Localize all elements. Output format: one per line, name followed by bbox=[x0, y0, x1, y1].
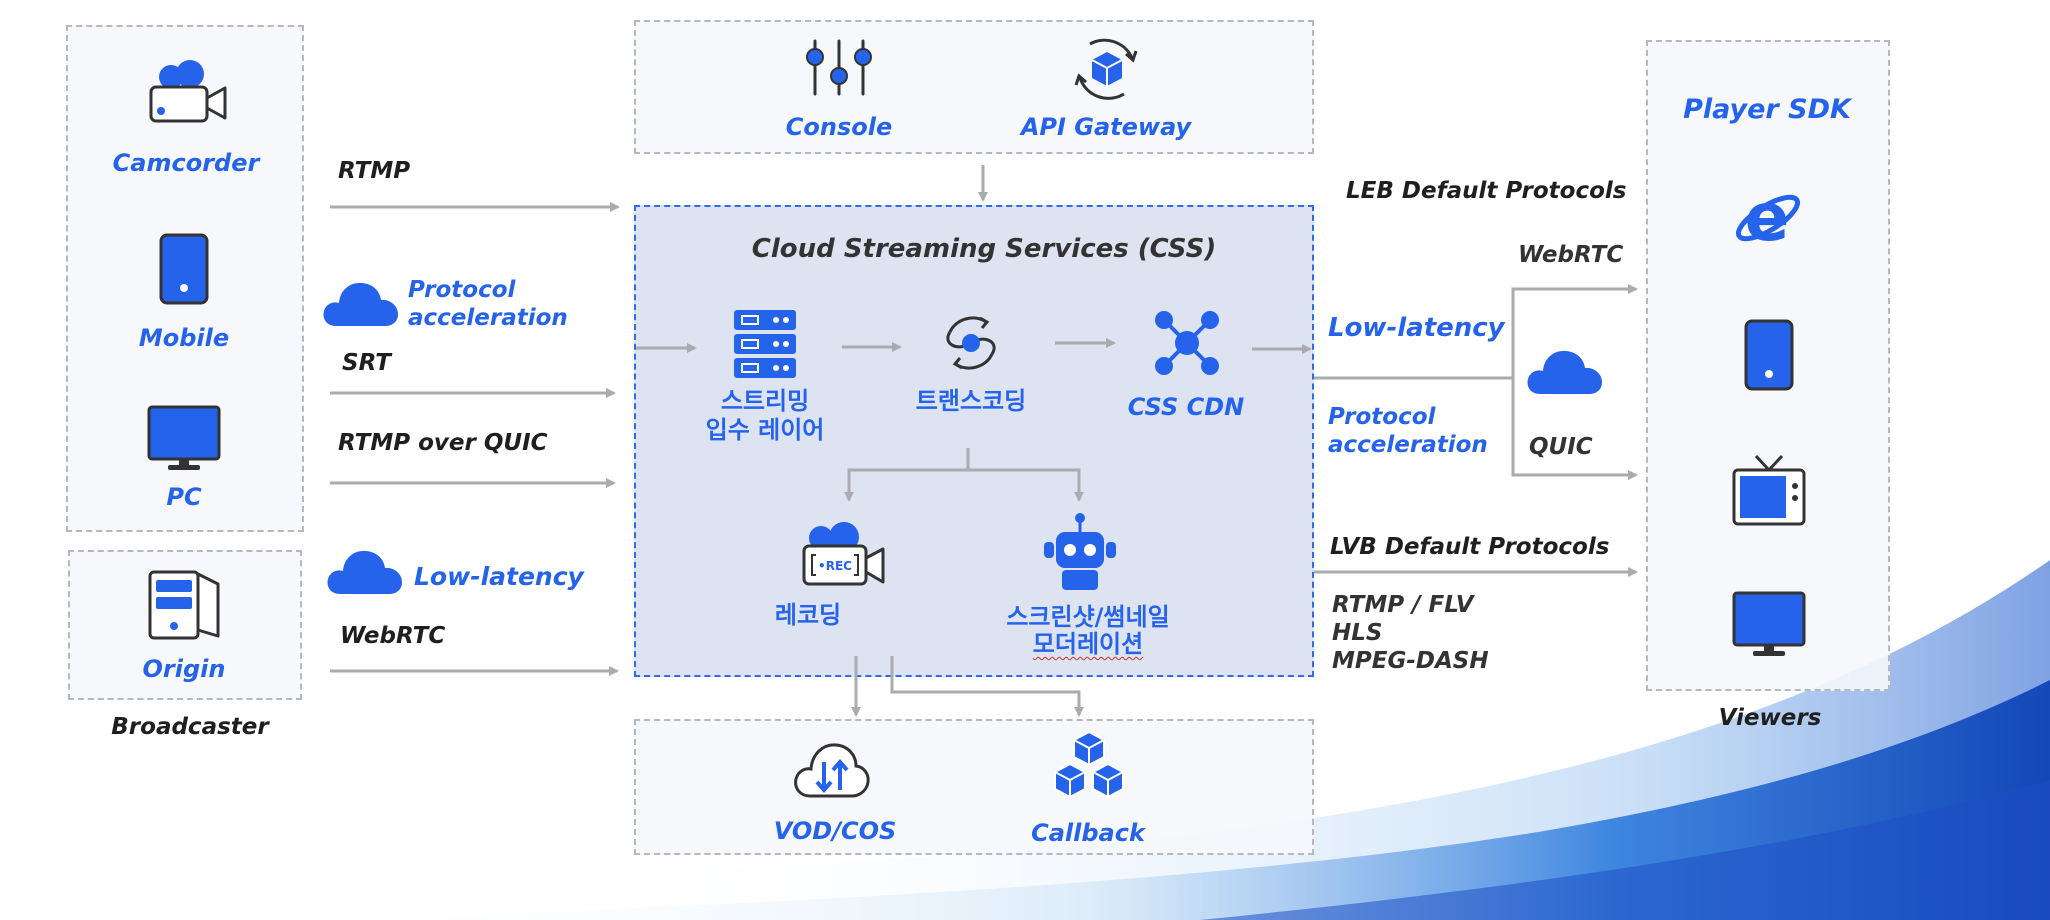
svg-text:e: e bbox=[1745, 180, 1790, 252]
pc-label: PC bbox=[166, 483, 202, 511]
svg-text:•REC: •REC bbox=[818, 559, 852, 573]
mobile-icon bbox=[1744, 319, 1794, 391]
vod-cos-label: VOD/COS bbox=[773, 817, 897, 845]
transcoding-label: 트랜스코딩 bbox=[915, 387, 1027, 415]
lvb-protocol-item: HLS bbox=[1332, 620, 1383, 646]
css-cdn-label: CSS CDN bbox=[1127, 393, 1245, 421]
browser-icon: e bbox=[1735, 180, 1801, 252]
cubes-icon bbox=[1054, 731, 1124, 798]
camcorder-icon bbox=[149, 60, 227, 123]
cloud-icon bbox=[1527, 350, 1602, 394]
broadcaster-caption: Broadcaster bbox=[111, 714, 269, 740]
transcoding-icon bbox=[946, 316, 996, 370]
leb-protocols-title: LEB Default Protocols bbox=[1346, 178, 1627, 204]
storage-callback-panel bbox=[634, 719, 1314, 855]
origin-label: Origin bbox=[142, 655, 226, 683]
protocol-acceleration-label: Protocol bbox=[408, 277, 516, 303]
management-panel bbox=[634, 20, 1314, 154]
srt-label: SRT bbox=[342, 350, 391, 376]
moderation-label: 스크린샷/썸네일 bbox=[1006, 603, 1170, 631]
callback-label: Callback bbox=[1031, 819, 1145, 847]
rtmp-over-quic-label: RTMP over QUIC bbox=[338, 430, 548, 456]
css-title: Cloud Streaming Services (CSS) bbox=[751, 234, 1217, 264]
camcorder-label: Camcorder bbox=[112, 149, 260, 177]
player-sdk-title: Player SDK bbox=[1683, 94, 1851, 125]
recording-label: 레코딩 bbox=[774, 601, 842, 629]
mobile-icon bbox=[159, 233, 209, 305]
console-label: Console bbox=[785, 113, 893, 141]
mobile-label: Mobile bbox=[138, 324, 230, 352]
cloud-icon bbox=[323, 282, 398, 326]
lvb-protocols-title: LVB Default Protocols bbox=[1330, 534, 1610, 560]
moderation-label-2: 모더레이션 bbox=[1032, 630, 1144, 658]
lvb-protocol-item: MPEG-DASH bbox=[1332, 648, 1489, 674]
low-latency-delivery-label: Low-latency bbox=[1328, 313, 1505, 343]
api-gateway-icon bbox=[1074, 38, 1138, 100]
tv-icon bbox=[1732, 454, 1806, 526]
css-panel bbox=[634, 205, 1314, 677]
monitor-icon bbox=[1732, 591, 1806, 656]
robot-icon bbox=[1044, 513, 1116, 590]
quic-label: QUIC bbox=[1529, 434, 1593, 460]
recording-camera-icon: •REC bbox=[802, 522, 885, 586]
api-gateway-label: API Gateway bbox=[1020, 113, 1192, 141]
viewers-caption: Viewers bbox=[1718, 705, 1822, 731]
ingest-layer-label-2: 입수 레이어 bbox=[705, 416, 825, 444]
server-tower-icon bbox=[148, 570, 220, 640]
monitor-icon bbox=[147, 405, 221, 470]
webrtc-delivery-label: WebRTC bbox=[1518, 242, 1624, 268]
protocol-acceleration-delivery-label-2: acceleration bbox=[1328, 432, 1488, 458]
server-stack-icon bbox=[734, 310, 796, 378]
cloud-icon bbox=[327, 550, 402, 594]
cloud-upload-download-icon bbox=[794, 743, 870, 798]
webrtc-label: WebRTC bbox=[340, 623, 446, 649]
rtmp-label: RTMP bbox=[338, 158, 411, 184]
low-latency-label: Low-latency bbox=[414, 562, 584, 591]
cdn-network-icon bbox=[1155, 311, 1219, 375]
protocol-acceleration-delivery-label: Protocol bbox=[1328, 404, 1436, 430]
ingest-layer-label: 스트리밍 bbox=[720, 387, 810, 415]
sliders-icon bbox=[806, 39, 872, 96]
protocol-acceleration-label-2: acceleration bbox=[408, 305, 568, 331]
lvb-protocol-item: RTMP / FLV bbox=[1332, 592, 1474, 618]
